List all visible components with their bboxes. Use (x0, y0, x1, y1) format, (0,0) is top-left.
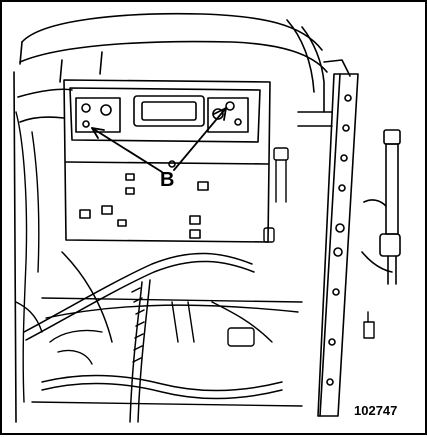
gas-strut (361, 129, 401, 285)
side-rail (297, 59, 359, 417)
fixing-stud (363, 311, 375, 339)
seat-back-frame (13, 12, 328, 423)
figure-number: 102747 (354, 403, 398, 418)
arrow-icon (173, 107, 227, 171)
arrow-icon (91, 127, 163, 173)
left-foam-edge (15, 111, 43, 403)
wiring-harness (23, 251, 283, 423)
inner-strut (263, 147, 289, 243)
control-module (63, 79, 271, 243)
callout-arrows (91, 107, 227, 173)
lower-mechanism (31, 297, 303, 407)
callout-label-b: B (160, 169, 175, 191)
